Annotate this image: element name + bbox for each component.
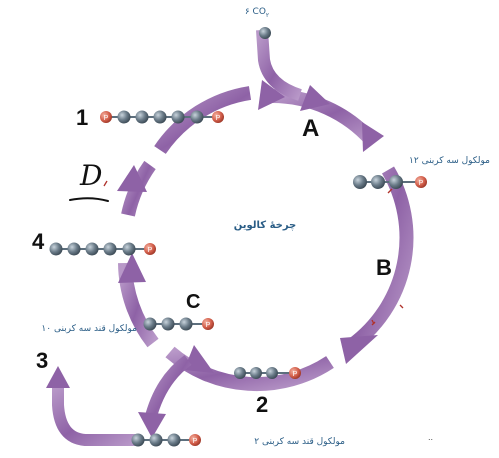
cycle-title: چرخهٔ کالوین [234, 220, 297, 231]
phosphate-label: P [193, 438, 198, 445]
stray-dots: .. [428, 433, 433, 442]
co2-label-text: ۶ CO [245, 7, 266, 17]
phosphate-label: P [419, 180, 424, 187]
ring-arrowhead-right [362, 122, 384, 152]
phosphate-label: P [206, 322, 211, 329]
phosphate-label: P [148, 247, 153, 254]
ring-arrowhead-a [300, 85, 330, 111]
co2-input-arrow [256, 29, 302, 101]
ring-arrowhead-left-high [117, 165, 147, 192]
label-two-sugar: ۲ مولکول قند سه کربنی [254, 437, 345, 447]
molecule-row-4 [49, 242, 156, 256]
sugar-output-arrow [138, 355, 192, 438]
ring-arrowhead-b [340, 335, 378, 364]
ring-arc-right [347, 166, 414, 351]
molecule-three-carbon-right [353, 175, 427, 189]
marker-d: D [79, 159, 102, 192]
marker-d-underline [69, 197, 109, 202]
cycle-ring [117, 80, 414, 392]
ring-arrowhead-left-low [118, 253, 146, 283]
phosphate-letters: P P P P P P P [104, 115, 424, 445]
ring-arrowhead-top [258, 80, 285, 110]
marker-4: 4 [32, 229, 45, 254]
phosphate-label: P [293, 371, 298, 378]
molecule-output-sugar [131, 433, 201, 447]
molecule-c [143, 317, 214, 331]
ring-arrowhead-bottom [184, 345, 214, 373]
red-marks [103, 180, 404, 326]
co2-subscript: ۲ [266, 12, 269, 19]
co2-label: ۶ CO۲ [245, 7, 269, 19]
co2-molecule [259, 27, 271, 39]
label-ten-sugar: ۱۰ مولکول قند سه کربنی [41, 324, 137, 334]
molecule-bottom [234, 367, 301, 379]
phosphate-label: P [104, 115, 109, 122]
molecule-row-1 [100, 110, 224, 124]
phosphate-label: P [216, 115, 221, 122]
marker-c: C [186, 291, 200, 313]
marker-2: 2 [256, 392, 268, 417]
marker-b: B [376, 255, 392, 280]
marker-1: 1 [76, 105, 88, 130]
marker-3: 3 [36, 348, 48, 373]
marker-a: A [302, 115, 319, 142]
label-twelve-three-carbon: ۱۲ مولکول سه کربنی [409, 156, 490, 166]
arrow-three [46, 366, 140, 446]
